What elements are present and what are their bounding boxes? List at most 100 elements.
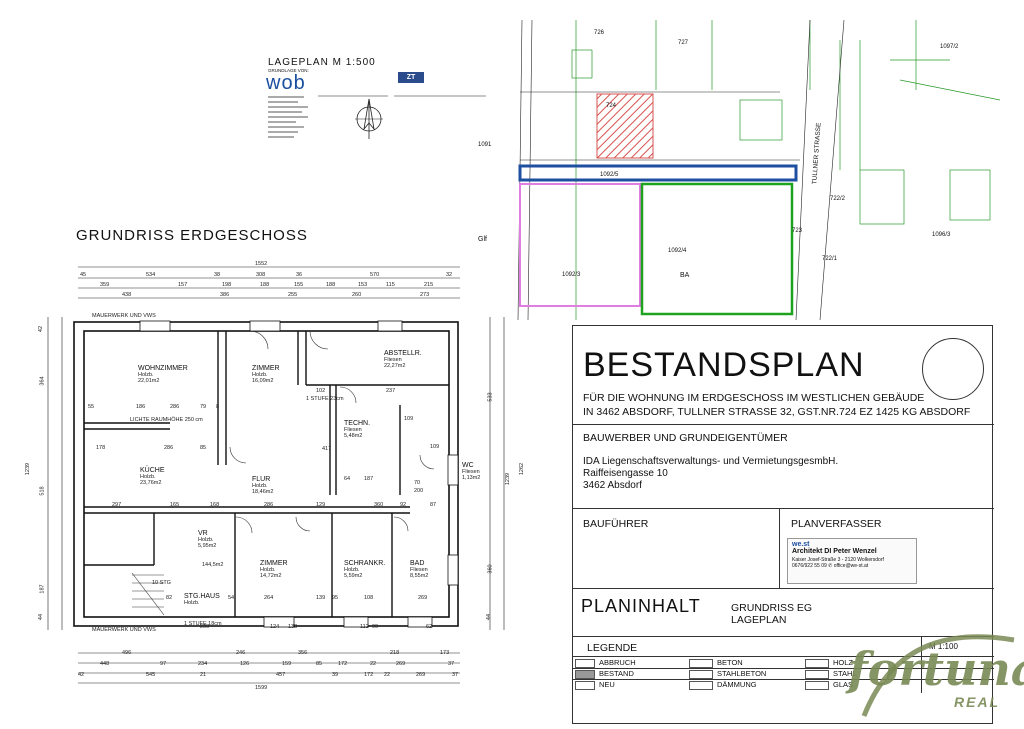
- legende-label: LEGENDE: [587, 642, 638, 654]
- inner-dim: 55: [88, 404, 95, 410]
- room-abstellraum: ABSTELLR. Fliesen 22,27m2: [384, 350, 422, 369]
- architect-contact: 0676/922 55 09 ✆ office@we-st.at: [792, 563, 869, 569]
- architect-logo: we.st: [792, 541, 810, 548]
- planinhalt-1: GRUNDRISS EG: [731, 602, 813, 614]
- dim-bottom-row2-5: 159: [282, 661, 292, 667]
- zt-badge-label: ZT: [406, 74, 416, 81]
- room-name: ABSTELLR.: [384, 350, 422, 357]
- legend-swatch: [805, 681, 829, 690]
- dim-right-total2: 1262: [519, 462, 526, 476]
- parcel-1091: 1091: [478, 142, 492, 148]
- inner-dim: 186: [136, 404, 146, 410]
- inner-dim: 286: [264, 502, 274, 508]
- stufe2-label: 1 STUFE 18cm: [184, 621, 222, 627]
- lageplan-header-rule: [318, 87, 488, 105]
- dim-top-row2-3: 198: [222, 282, 232, 288]
- zt-badge: ZT: [398, 72, 424, 83]
- architect-stamp: we.st Architekt DI Peter Wenzel Kaiser J…: [787, 538, 917, 584]
- wall-label-bottom: MAUERWERK UND VWS: [92, 627, 156, 633]
- parcel-726: 726: [594, 30, 605, 36]
- dim-bottom-row2-6: 85: [316, 661, 323, 667]
- inner-dim: 269: [418, 595, 428, 601]
- inner-dim: 286: [164, 445, 174, 451]
- room-area: 5,48m2: [344, 433, 363, 439]
- legend-table: ABBRUCH BESTAND NEU BETON STAHLBETON DÄM…: [573, 636, 994, 693]
- room-area: 22,01m2: [138, 378, 160, 384]
- dim-bottom-row2-7: 172: [338, 661, 348, 667]
- room-area: 1,13m2: [462, 475, 481, 481]
- floorplan-heading: GRUNDRISS ERDGESCHOSS: [76, 227, 308, 244]
- inner-dim: 264: [264, 595, 274, 601]
- inner-dim: 64: [344, 476, 351, 482]
- site-plan: [517, 20, 1001, 320]
- dim-total-bottom: 1599: [255, 685, 268, 691]
- legend-item: HOLZ: [833, 658, 854, 667]
- inner-dim: 129: [316, 502, 326, 508]
- fineprint-lines: [268, 96, 308, 138]
- inner-dim: 54: [228, 595, 235, 601]
- parcel-727: 727: [678, 40, 689, 46]
- room-floor: Fliesen: [344, 427, 362, 433]
- room-floor: Holzb.: [138, 372, 154, 378]
- room-area: 14,72m2: [260, 573, 282, 579]
- legend-swatch: [689, 681, 713, 690]
- room-area: 16,09m2: [252, 378, 274, 384]
- dim-bottom-row2-2: 97: [160, 661, 167, 667]
- baufuehrer-label: BAUFÜHRER: [583, 518, 649, 530]
- divider: [573, 679, 994, 680]
- room-wohnzimmer: WOHNZIMMER Holzb. 22,01m2: [138, 365, 188, 384]
- dim-top-row3-1: 438: [122, 292, 132, 298]
- parcel-1097-2: 1097/2: [940, 44, 959, 50]
- fortuna-watermark: fortuna REAL: [834, 620, 1024, 724]
- room-name: SCHRANKR.: [344, 560, 386, 567]
- parcel-1092-4: 1092/4: [668, 248, 687, 254]
- floorplan-drawing: [47, 266, 505, 684]
- inner-dim: 124: [270, 624, 280, 630]
- fortuna-swoosh-icon: [861, 634, 1015, 717]
- room-schrankraum: SCHRANKR. Holzb. 5,59m2: [344, 560, 385, 579]
- dim-bottom-row3-2: 545: [146, 672, 156, 678]
- inner-dim: 108: [364, 595, 374, 601]
- parcel-724: 724: [606, 103, 617, 109]
- inner-dim: 144,5m2: [202, 562, 224, 568]
- gh-label: Glf: [478, 236, 487, 243]
- planinhalt-label: PLANINHALT: [581, 596, 701, 616]
- room-area: 23,76m2: [140, 480, 162, 486]
- parcel-722-2: 722/2: [830, 196, 846, 202]
- inner-dimensions: 55 186 286 79 8 178 286 85 297 165 168 2…: [0, 0, 520, 700]
- legend-item: DÄMMUNG: [717, 680, 757, 689]
- room-floor: Holzb.: [252, 483, 268, 489]
- inner-dim: 62: [426, 624, 433, 630]
- parcel-1092-5: 1092/5: [600, 172, 619, 178]
- room-area: 8,55m2: [410, 573, 429, 579]
- parcel-1096-3: 1096/3: [932, 232, 951, 238]
- dim-bottom-row1-3: 356: [298, 650, 308, 656]
- room-zimmer-1: ZIMMER Holzb. 16,09m2: [252, 365, 280, 384]
- legend-item: BESTAND: [599, 669, 634, 678]
- inner-dim: 109: [404, 416, 414, 422]
- room-name: KÜCHE: [140, 467, 165, 474]
- dim-top-row3-5: 273: [420, 292, 430, 298]
- room-floor: Holzb.: [140, 474, 156, 480]
- bauwerber-label: BAUWERBER UND GRUNDEIGENTÜMER: [583, 432, 788, 444]
- bauwerber-line3: 3462 Absdorf: [583, 480, 642, 491]
- room-technik: TECHN. Fliesen 5,48m2: [344, 420, 370, 439]
- dim-top-row1-2: 534: [146, 272, 156, 278]
- dim-top-row2-6: 188: [326, 282, 336, 288]
- dim-total-top: 1552: [255, 261, 268, 267]
- dim-bottom-row1-5: 173: [440, 650, 450, 656]
- inner-dim: 95: [332, 595, 339, 601]
- dim-top-row1-3: 38: [214, 272, 221, 278]
- room-kueche: KÜCHE Holzb. 23,76m2: [140, 467, 165, 486]
- dim-bottom-row2-8: 22: [370, 661, 377, 667]
- legend-item: BETON: [717, 658, 743, 667]
- divider: [573, 636, 994, 637]
- inner-dim: 79: [200, 404, 207, 410]
- legend-item: ABBRUCH: [599, 658, 636, 667]
- inner-dim: 109: [430, 444, 440, 450]
- parcel-722-1: 722/1: [822, 256, 838, 262]
- legend-swatch: [575, 659, 595, 668]
- dim-bottom-row3-5: 39: [332, 672, 339, 678]
- inner-dim: 138: [288, 624, 298, 630]
- dim-top-row1-1: 45: [80, 272, 87, 278]
